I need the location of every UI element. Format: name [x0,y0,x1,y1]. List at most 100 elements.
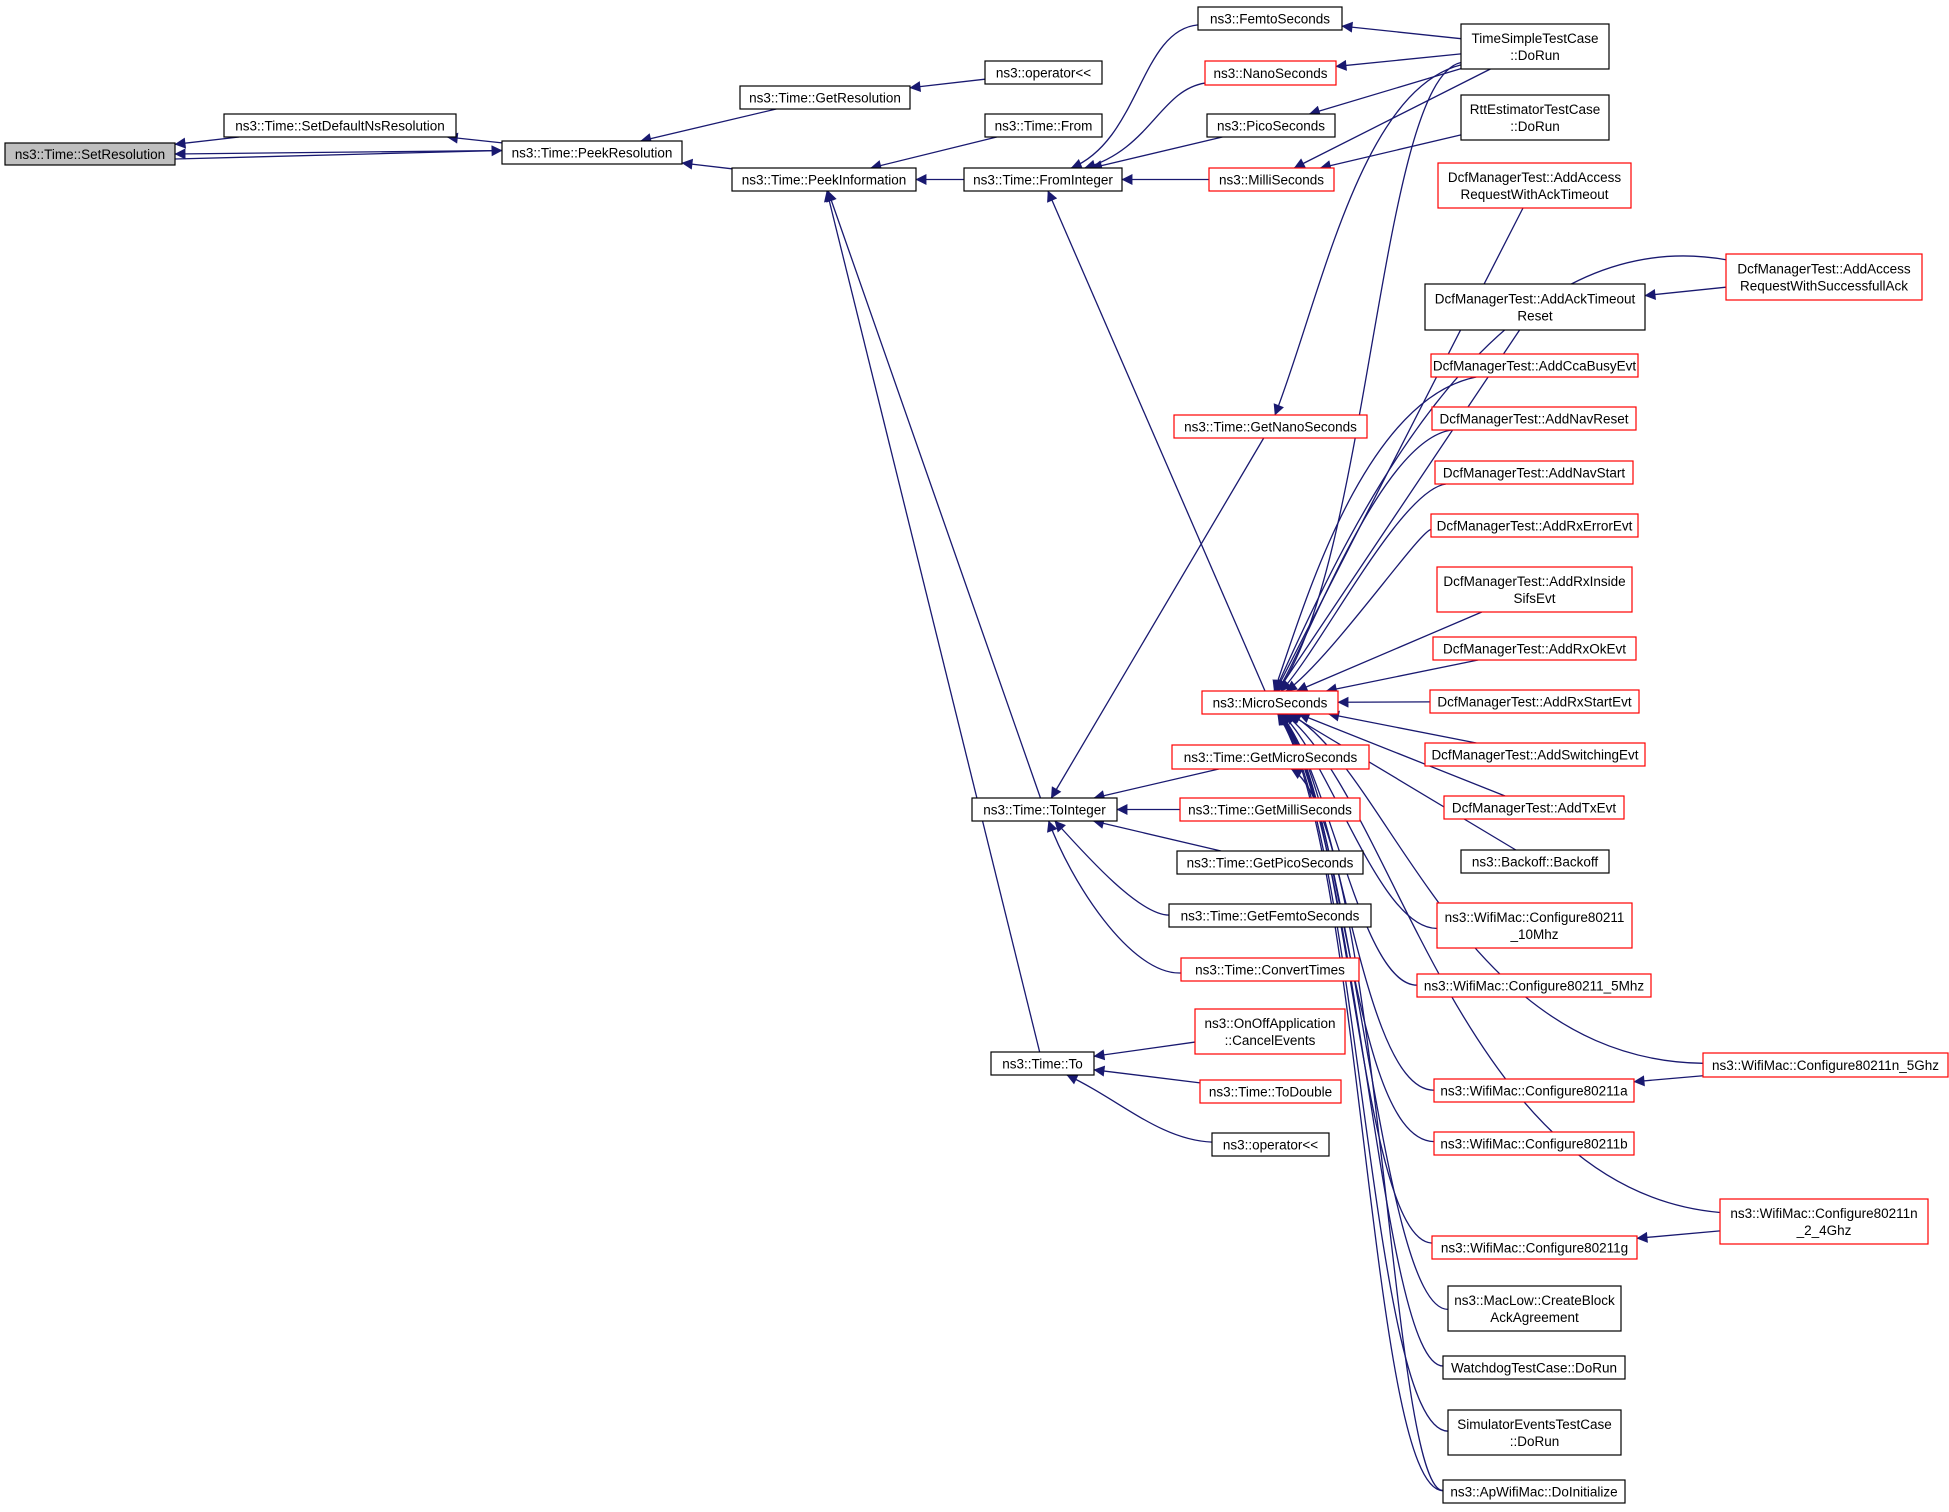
node-todouble[interactable]: ns3::Time::ToDouble [1199,1079,1342,1104]
node-timesimple[interactable]: TimeSimpleTestCase::DoRun [1460,23,1610,70]
node-label: ::DoRun [1510,119,1560,134]
node-cn24[interactable]: ns3::WifiMac::Configure80211n_2_4Ghz [1719,1198,1929,1245]
node-from[interactable]: ns3::Time::From [984,113,1103,138]
node-opll2[interactable]: ns3::operator<< [1211,1132,1330,1157]
node-ackto[interactable]: DcfManagerTest::AddAccessRequestWithAckT… [1437,162,1632,209]
node-box [1431,406,1637,431]
node-box [501,140,683,165]
node-txevt[interactable]: DcfManagerTest::AddTxEvt [1443,795,1625,820]
node-box [1432,636,1637,661]
node-navstart[interactable]: DcfManagerTest::AddNavStart [1434,460,1634,485]
node-box [1442,1355,1626,1380]
node-simevents[interactable]: SimulatorEventsTestCase::DoRun [1447,1409,1622,1456]
edge-arrow [1275,207,1524,692]
node-milli[interactable]: ns3::MilliSeconds [1208,167,1335,192]
node-cg[interactable]: ns3::WifiMac::Configure80211g [1431,1235,1638,1260]
edge-arrow [640,108,777,144]
node-box [223,113,457,138]
node-label: ns3::MicroSeconds [1213,696,1328,711]
node-nano[interactable]: ns3::NanoSeconds [1204,60,1337,86]
node-setdef[interactable]: ns3::Time::SetDefaultNsResolution [223,113,457,138]
edge-arrow [1091,136,1223,171]
node-onoff[interactable]: ns3::OnOffApplication::CancelEvents [1194,1008,1346,1055]
node-box [990,1051,1095,1076]
node-pico[interactable]: ns3::PicoSeconds [1206,113,1336,138]
node-getfemto[interactable]: ns3::Time::GetFemtoSeconds [1168,903,1372,928]
node-label: RequestWithAckTimeout [1460,187,1608,202]
edges-layer [174,21,1727,1492]
node-opll1[interactable]: ns3::operator<< [984,60,1103,85]
node-cn5[interactable]: ns3::WifiMac::Configure80211n_5Ghz [1702,1052,1949,1078]
nodes-layer: ns3::Time::SetResolution ns3::Time::SetDe… [4,6,1949,1504]
node-getmilli[interactable]: ns3::Time::GetMilliSeconds [1179,797,1361,822]
node-micro[interactable]: ns3::MicroSeconds [1201,690,1339,715]
node-label: ns3::Time::GetNanoSeconds [1184,420,1357,435]
node-getmicro[interactable]: ns3::Time::GetMicroSeconds [1171,744,1370,770]
node-succack[interactable]: DcfManagerTest::AddAccessRequestWithSucc… [1725,253,1923,301]
node-label: DcfManagerTest::AddAckTimeout [1435,292,1636,307]
edge-arrow [909,78,986,93]
node-box [1434,460,1634,485]
node-rxerr[interactable]: DcfManagerTest::AddRxErrorEvt [1430,513,1639,538]
edge-getfemto-to-toint [1054,820,1170,916]
node-to[interactable]: ns3::Time::To [990,1051,1095,1076]
node-ccabusy[interactable]: DcfManagerTest::AddCcaBusyEvt [1430,353,1639,378]
node-label: ns3::Time::GetFemtoSeconds [1181,909,1360,924]
node-label: ns3::Time::To [1002,1057,1083,1072]
node-convtimes[interactable]: ns3::Time::ConvertTimes [1180,957,1360,982]
node-ca[interactable]: ns3::WifiMac::Configure80211a [1433,1078,1635,1103]
node-c10[interactable]: ns3::WifiMac::Configure80211_10Mhz [1436,902,1633,949]
node-box [1702,1052,1949,1078]
edge-arrow [1280,483,1447,692]
node-label: ns3::WifiMac::Configure80211n_5Ghz [1712,1058,1939,1073]
node-cb[interactable]: ns3::WifiMac::Configure80211b [1433,1131,1635,1156]
node-label: ns3::ApWifiMac::DoInitialize [1450,1485,1617,1500]
node-switching[interactable]: DcfManagerTest::AddSwitchingEvt [1424,742,1646,767]
node-fromint[interactable]: ns3::Time::FromInteger [963,167,1123,192]
node-label: Reset [1517,309,1553,324]
node-rxok[interactable]: DcfManagerTest::AddRxOkEvt [1432,636,1637,661]
node-peekres[interactable]: ns3::Time::PeekResolution [501,140,683,165]
node-apwifi[interactable]: ns3::ApWifiMac::DoInitialize [1442,1479,1626,1504]
node-box [1206,113,1336,138]
node-label: ns3::Time::PeekInformation [742,173,907,188]
edge-arrow [826,190,1042,799]
edge-pico-to-fromint [1091,136,1223,171]
node-navreset[interactable]: DcfManagerTest::AddNavReset [1431,406,1637,431]
edge-arrow [1092,818,1222,852]
edge-peekres-to-setdef [446,132,503,144]
node-box [1201,690,1339,715]
node-getres[interactable]: ns3::Time::GetResolution [739,85,911,110]
edge-arrow [1272,376,1477,692]
node-label: DcfManagerTest::AddRxInside [1443,574,1625,589]
node-peekinfo[interactable]: ns3::Time::PeekInformation [731,167,917,192]
node-label: ns3::Time::ToDouble [1209,1085,1332,1100]
node-box [1460,23,1610,70]
node-label: RequestWithSuccessfullAck [1740,279,1908,294]
node-setres[interactable]: ns3::Time::SetResolution [4,142,176,166]
node-box [739,85,911,110]
node-label: DcfManagerTest::AddRxErrorEvt [1437,519,1633,534]
node-label: ns3::Time::SetDefaultNsResolution [235,119,445,134]
node-rxstart[interactable]: DcfManagerTest::AddRxStartEvt [1429,689,1640,714]
node-toint[interactable]: ns3::Time::ToInteger [971,797,1118,822]
node-backoff[interactable]: ns3::Backoff::Backoff [1460,849,1610,874]
node-box [1424,742,1646,767]
node-getnano[interactable]: ns3::Time::GetNanoSeconds [1173,414,1368,439]
node-label: ns3::WifiMac::Configure80211_5Mhz [1424,979,1645,994]
edge-timesimple-to-femto [1341,21,1462,40]
node-label: ::CancelEvents [1225,1033,1316,1048]
node-femto[interactable]: ns3::FemtoSeconds [1197,6,1343,31]
node-rtt[interactable]: RttEstimatorTestCase::DoRun [1460,94,1610,141]
edge-femto-to-fromint [1070,24,1199,170]
edge-arrow [174,145,503,160]
node-watchdog[interactable]: WatchdogTestCase::DoRun [1442,1355,1626,1380]
node-getpico[interactable]: ns3::Time::GetPicoSeconds [1176,850,1364,875]
node-c5[interactable]: ns3::WifiMac::Configure80211_5Mhz [1416,973,1652,998]
edge-timesimple-to-nano [1335,53,1462,71]
edge-c10-to-micro [1281,713,1438,929]
